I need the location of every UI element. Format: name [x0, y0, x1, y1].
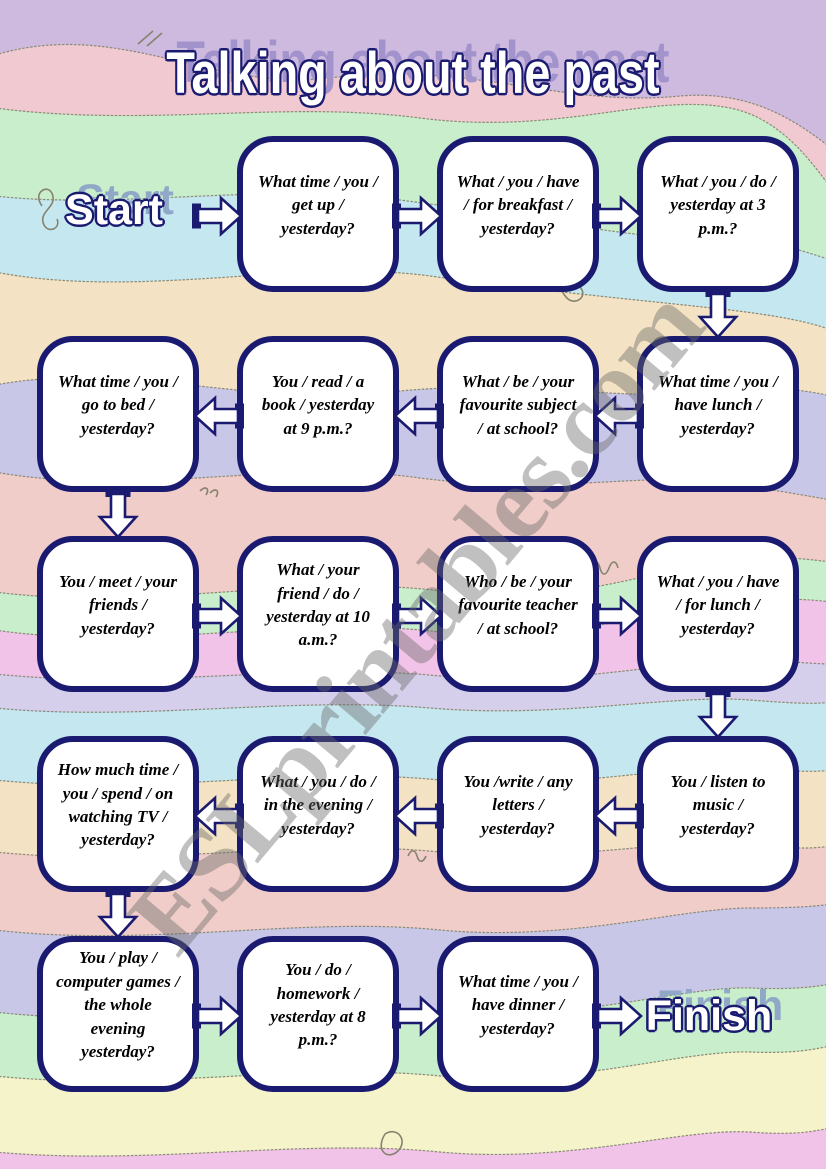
cell-text: What / your friend / do / yesterday at 1…: [266, 560, 370, 650]
arrow-right-icon: [192, 996, 243, 1036]
cell-text: You / listen to music / yesterday?: [670, 771, 766, 838]
board-cell-2: What / you / have / for breakfast / yest…: [437, 136, 599, 292]
board-cell-5: What / be / your favourite subject / at …: [437, 336, 599, 492]
board-cell-9: What / your friend / do / yesterday at 1…: [237, 536, 399, 692]
cell-text: You / do / homework / yesterday at 8 p.m…: [270, 960, 366, 1050]
arrow-right-icon: [592, 596, 643, 636]
arrow-left-icon: [393, 796, 444, 836]
finish-label: Finish Finish: [645, 982, 784, 1040]
arrow-right-icon: [592, 996, 643, 1036]
arrow-down-icon: [98, 888, 138, 939]
cell-text: You /write / any letters / yesterday?: [463, 771, 573, 838]
page-title: Talking about the past Talking about the…: [41, 30, 784, 107]
board-cell-4: What time / you / have lunch / yesterday…: [637, 336, 799, 492]
cell-text: You / read / a book / yesterday at 9 p.m…: [261, 371, 375, 438]
arrow-right-icon: [392, 596, 443, 636]
arrow-right-icon: [392, 196, 443, 236]
board-cell-11: What / you / have / for lunch / yesterda…: [637, 536, 799, 692]
cell-text: You / meet / your friends / yesterday?: [58, 571, 178, 638]
cell-text: What / you / have / for lunch / yesterda…: [656, 571, 780, 638]
board-cell-18: What time / you / have dinner / yesterda…: [437, 936, 599, 1092]
board-cell-13: You /write / any letters / yesterday?: [437, 736, 599, 892]
cell-text: What time / you / have lunch / yesterday…: [658, 371, 778, 438]
arrow-down-icon: [698, 288, 738, 339]
cell-text: What time / you / have dinner / yesterda…: [458, 971, 578, 1038]
cell-text: Who / be / your favourite teacher / at s…: [458, 571, 578, 638]
board-cell-12: You / listen to music / yesterday?: [637, 736, 799, 892]
board-cell-8: You / meet / your friends / yesterday?: [37, 536, 199, 692]
arrow-left-icon: [193, 796, 244, 836]
arrow-down-icon: [698, 688, 738, 739]
cell-text: What / be / your favourite subject / at …: [459, 371, 577, 438]
board-cell-3: What / you / do / yesterday at 3 p.m.?: [637, 136, 799, 292]
cell-text: What / you / do / in the evening / yeste…: [260, 771, 376, 838]
board-cell-17: You / do / homework / yesterday at 8 p.m…: [237, 936, 399, 1092]
arrow-down-icon: [98, 488, 138, 539]
board-cell-6: You / read / a book / yesterday at 9 p.m…: [237, 336, 399, 492]
arrow-right-icon: [192, 596, 243, 636]
cell-text: What time / you / get up / yesterday?: [258, 171, 378, 238]
cell-text: You / play / computer games / the whole …: [56, 948, 180, 1062]
board-cell-7: What time / you / go to bed / yesterday?: [37, 336, 199, 492]
arrow-right-icon: [592, 196, 643, 236]
cell-text: What time / you / go to bed / yesterday?: [58, 371, 178, 438]
cell-text: How much time / you / spend / on watchin…: [57, 760, 179, 850]
board-cell-1: What time / you / get up / yesterday?: [237, 136, 399, 292]
arrow-right-icon: [392, 996, 443, 1036]
start-label: Start Start: [65, 176, 174, 234]
board-cell-16: You / play / computer games / the whole …: [37, 936, 199, 1092]
cell-text: What / you / have / for breakfast / yest…: [456, 171, 580, 238]
arrow-left-icon: [393, 396, 444, 436]
arrow-left-icon: [593, 796, 644, 836]
board-cell-15: How much time / you / spend / on watchin…: [37, 736, 199, 892]
arrow-right-icon: [192, 196, 243, 236]
page-title-shadow: Talking about the past: [176, 30, 670, 96]
cell-text: What / you / do / yesterday at 3 p.m.?: [660, 171, 776, 238]
arrow-left-icon: [193, 396, 244, 436]
board-cell-10: Who / be / your favourite teacher / at s…: [437, 536, 599, 692]
board-cell-14: What / you / do / in the evening / yeste…: [237, 736, 399, 892]
arrow-left-icon: [593, 396, 644, 436]
